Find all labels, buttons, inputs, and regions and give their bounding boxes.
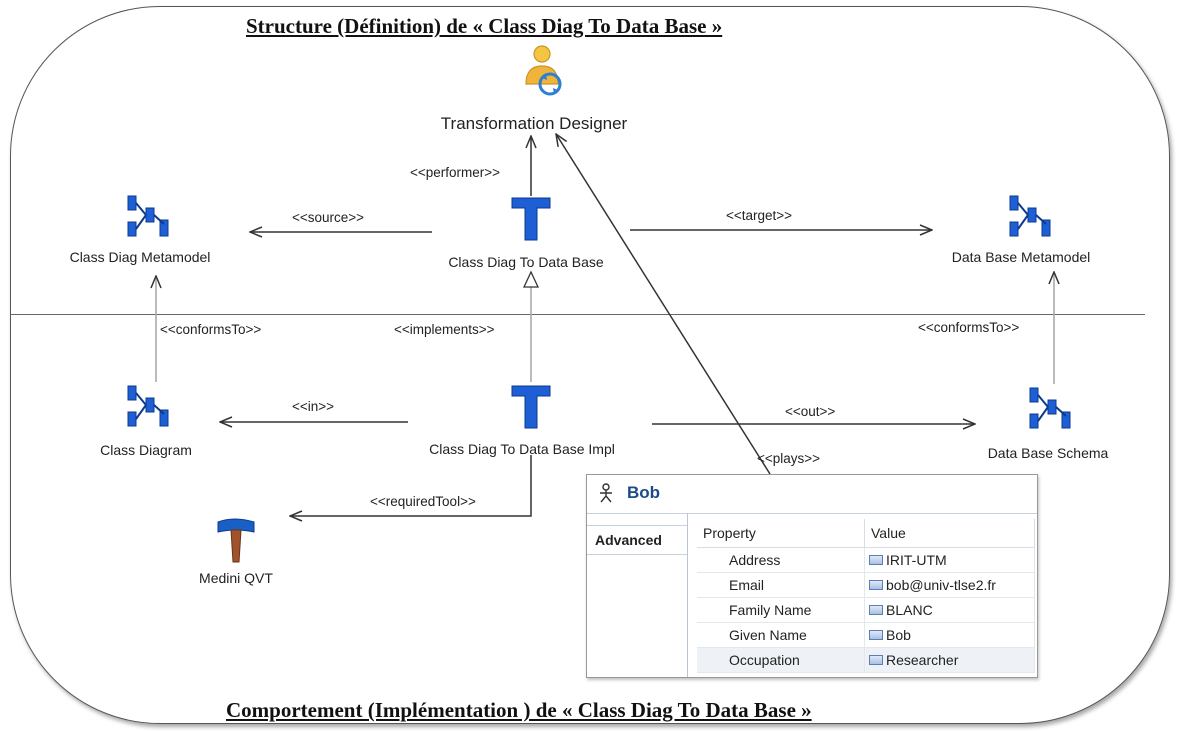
- t-letter-icon: [511, 197, 551, 241]
- properties-table: Property Value Address IRIT-UTM Email bo…: [697, 519, 1035, 673]
- properties-table-area: Property Value Address IRIT-UTM Email bo…: [697, 519, 1035, 673]
- tab-spacer: [587, 513, 687, 526]
- value-type-icon: [869, 555, 883, 566]
- properties-panel: Bob Advanced Property Value Address IRIT…: [586, 474, 1038, 678]
- table-row[interactable]: Family Name BLANC: [697, 597, 1035, 623]
- out-label: <<out>>: [785, 404, 836, 419]
- stick-figure-icon: [600, 483, 612, 503]
- property-value: IRIT-UTM: [886, 552, 947, 568]
- tab-advanced[interactable]: Advanced: [587, 526, 687, 555]
- transformation-designer-label: Transformation Designer: [440, 114, 628, 133]
- property-value-cell[interactable]: BLANC: [864, 597, 1035, 623]
- property-value-cell[interactable]: Researcher: [864, 647, 1035, 673]
- plays-label: <<plays>>: [757, 451, 821, 466]
- in-label: <<in>>: [292, 399, 335, 414]
- structure-heading: Structure (Définition) de « Class Diag T…: [246, 14, 723, 38]
- property-value: bob@univ-tlse2.fr: [886, 577, 996, 593]
- data-base-schema-label: Data Base Schema: [987, 445, 1109, 461]
- required-tool-arrow: [290, 455, 532, 516]
- property-name: Given Name: [697, 622, 865, 648]
- property-value-cell[interactable]: IRIT-UTM: [864, 547, 1035, 573]
- value-type-icon: [869, 605, 883, 616]
- value-type-icon: [869, 655, 883, 666]
- plays-arrow: [556, 134, 771, 475]
- rounded-frame: [10, 6, 1170, 724]
- property-value: BLANC: [886, 602, 933, 618]
- value-type-icon: [869, 580, 883, 591]
- conforms-to-left-label: <<conformsTo>>: [160, 322, 262, 337]
- panel-title: Bob: [627, 483, 661, 502]
- conforms-to-right-label: <<conformsTo>>: [918, 320, 1020, 335]
- target-label: <<target>>: [726, 208, 793, 223]
- hierarchy-icon: [127, 195, 169, 237]
- table-row[interactable]: Email bob@univ-tlse2.fr: [697, 572, 1035, 598]
- property-value: Bob: [886, 627, 911, 643]
- table-row[interactable]: Address IRIT-UTM: [697, 547, 1035, 573]
- table-row[interactable]: Occupation Researcher: [697, 647, 1035, 673]
- class-diag-metamodel-label: Class Diag Metamodel: [69, 249, 211, 265]
- table-row[interactable]: Given Name Bob: [697, 622, 1035, 648]
- class-diag-to-data-base-impl-label: Class Diag To Data Base Impl: [429, 441, 615, 457]
- class-diagram-label: Class Diagram: [100, 442, 192, 458]
- property-name: Email: [697, 572, 865, 598]
- t-letter-icon: [511, 385, 551, 429]
- required-tool-label: <<requiredTool>>: [370, 494, 476, 509]
- performer-label: <<performer>>: [410, 165, 501, 180]
- panel-header: Bob: [587, 475, 1037, 514]
- property-name: Occupation: [697, 647, 865, 673]
- medini-qvt-label: Medini QVT: [199, 570, 273, 586]
- property-name: Family Name: [697, 597, 865, 623]
- table-header-row: Property Value: [697, 519, 1035, 548]
- value-column-header[interactable]: Value: [864, 519, 1035, 548]
- property-column-header[interactable]: Property: [697, 519, 865, 548]
- hierarchy-icon: [1029, 387, 1071, 429]
- data-base-metamodel-label: Data Base Metamodel: [951, 249, 1091, 265]
- source-label: <<source>>: [292, 210, 365, 225]
- property-value: Researcher: [886, 652, 959, 668]
- implements-label: <<implements>>: [394, 322, 495, 337]
- hammer-icon: [217, 518, 255, 563]
- property-value-cell[interactable]: Bob: [864, 622, 1035, 648]
- property-name: Address: [697, 547, 865, 573]
- hierarchy-icon: [127, 385, 169, 427]
- panel-tabs: Advanced: [587, 513, 688, 677]
- person-refresh-icon: [525, 45, 562, 96]
- class-diag-to-data-base-label: Class Diag To Data Base: [448, 254, 604, 270]
- section-divider: [10, 314, 1145, 315]
- property-value-cell[interactable]: bob@univ-tlse2.fr: [864, 572, 1035, 598]
- behavior-heading: Comportement (Implémentation ) de « Clas…: [226, 698, 812, 722]
- value-type-icon: [869, 630, 883, 641]
- hierarchy-icon: [1009, 195, 1051, 237]
